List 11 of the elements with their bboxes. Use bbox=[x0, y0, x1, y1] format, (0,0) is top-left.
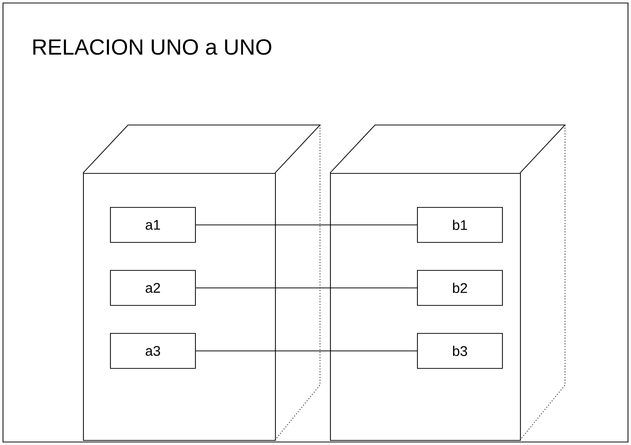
cabinet-drawing bbox=[330, 124, 566, 441]
connector-line bbox=[195, 224, 418, 226]
entity-box: a2 bbox=[110, 270, 196, 306]
entity-box: b3 bbox=[417, 333, 503, 369]
entity-box: a1 bbox=[110, 207, 196, 243]
cabinet-drawing bbox=[82, 124, 321, 441]
entity-box: a3 bbox=[110, 333, 196, 369]
title: RELACION UNO a UNO bbox=[33, 39, 272, 55]
entity-box: b2 bbox=[417, 270, 503, 306]
entity-box: b1 bbox=[417, 207, 503, 243]
connector-line bbox=[195, 350, 418, 352]
